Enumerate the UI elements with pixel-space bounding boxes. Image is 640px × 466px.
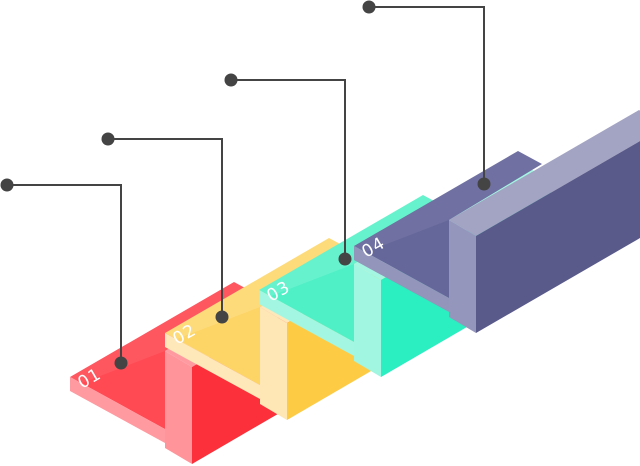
callout-4 <box>362 0 491 191</box>
callout-dot <box>224 73 238 87</box>
callout-dot <box>338 252 352 266</box>
riser-front-face <box>476 141 640 333</box>
callout-3 <box>224 73 352 266</box>
callout-dot <box>362 0 376 14</box>
step-front-strip <box>259 290 354 356</box>
callout-1 <box>0 178 128 370</box>
riser-side-face <box>449 220 476 333</box>
callouts <box>0 0 491 370</box>
step-shadow <box>82 351 165 429</box>
callout-dot <box>477 177 491 191</box>
callout-line <box>7 184 122 363</box>
callout-2 <box>101 132 229 324</box>
step-front-strip <box>165 333 260 399</box>
step-front-strip <box>70 377 165 443</box>
step-front-strip <box>354 246 449 312</box>
callout-dot <box>215 310 229 324</box>
step-shadow <box>271 264 354 342</box>
callout-dot <box>101 132 115 146</box>
callout-line <box>231 79 346 259</box>
step-04: 04 <box>354 110 640 333</box>
step-shadow <box>177 307 260 385</box>
riser-side-face <box>165 351 192 464</box>
riser-side-face <box>354 264 381 377</box>
callout-dot <box>0 178 14 192</box>
callout-line <box>369 6 485 184</box>
step-shadow <box>366 220 449 298</box>
callout-dot <box>114 356 128 370</box>
riser-side-face <box>260 307 287 420</box>
callout-line <box>108 138 223 317</box>
riser-top-face <box>449 110 640 236</box>
